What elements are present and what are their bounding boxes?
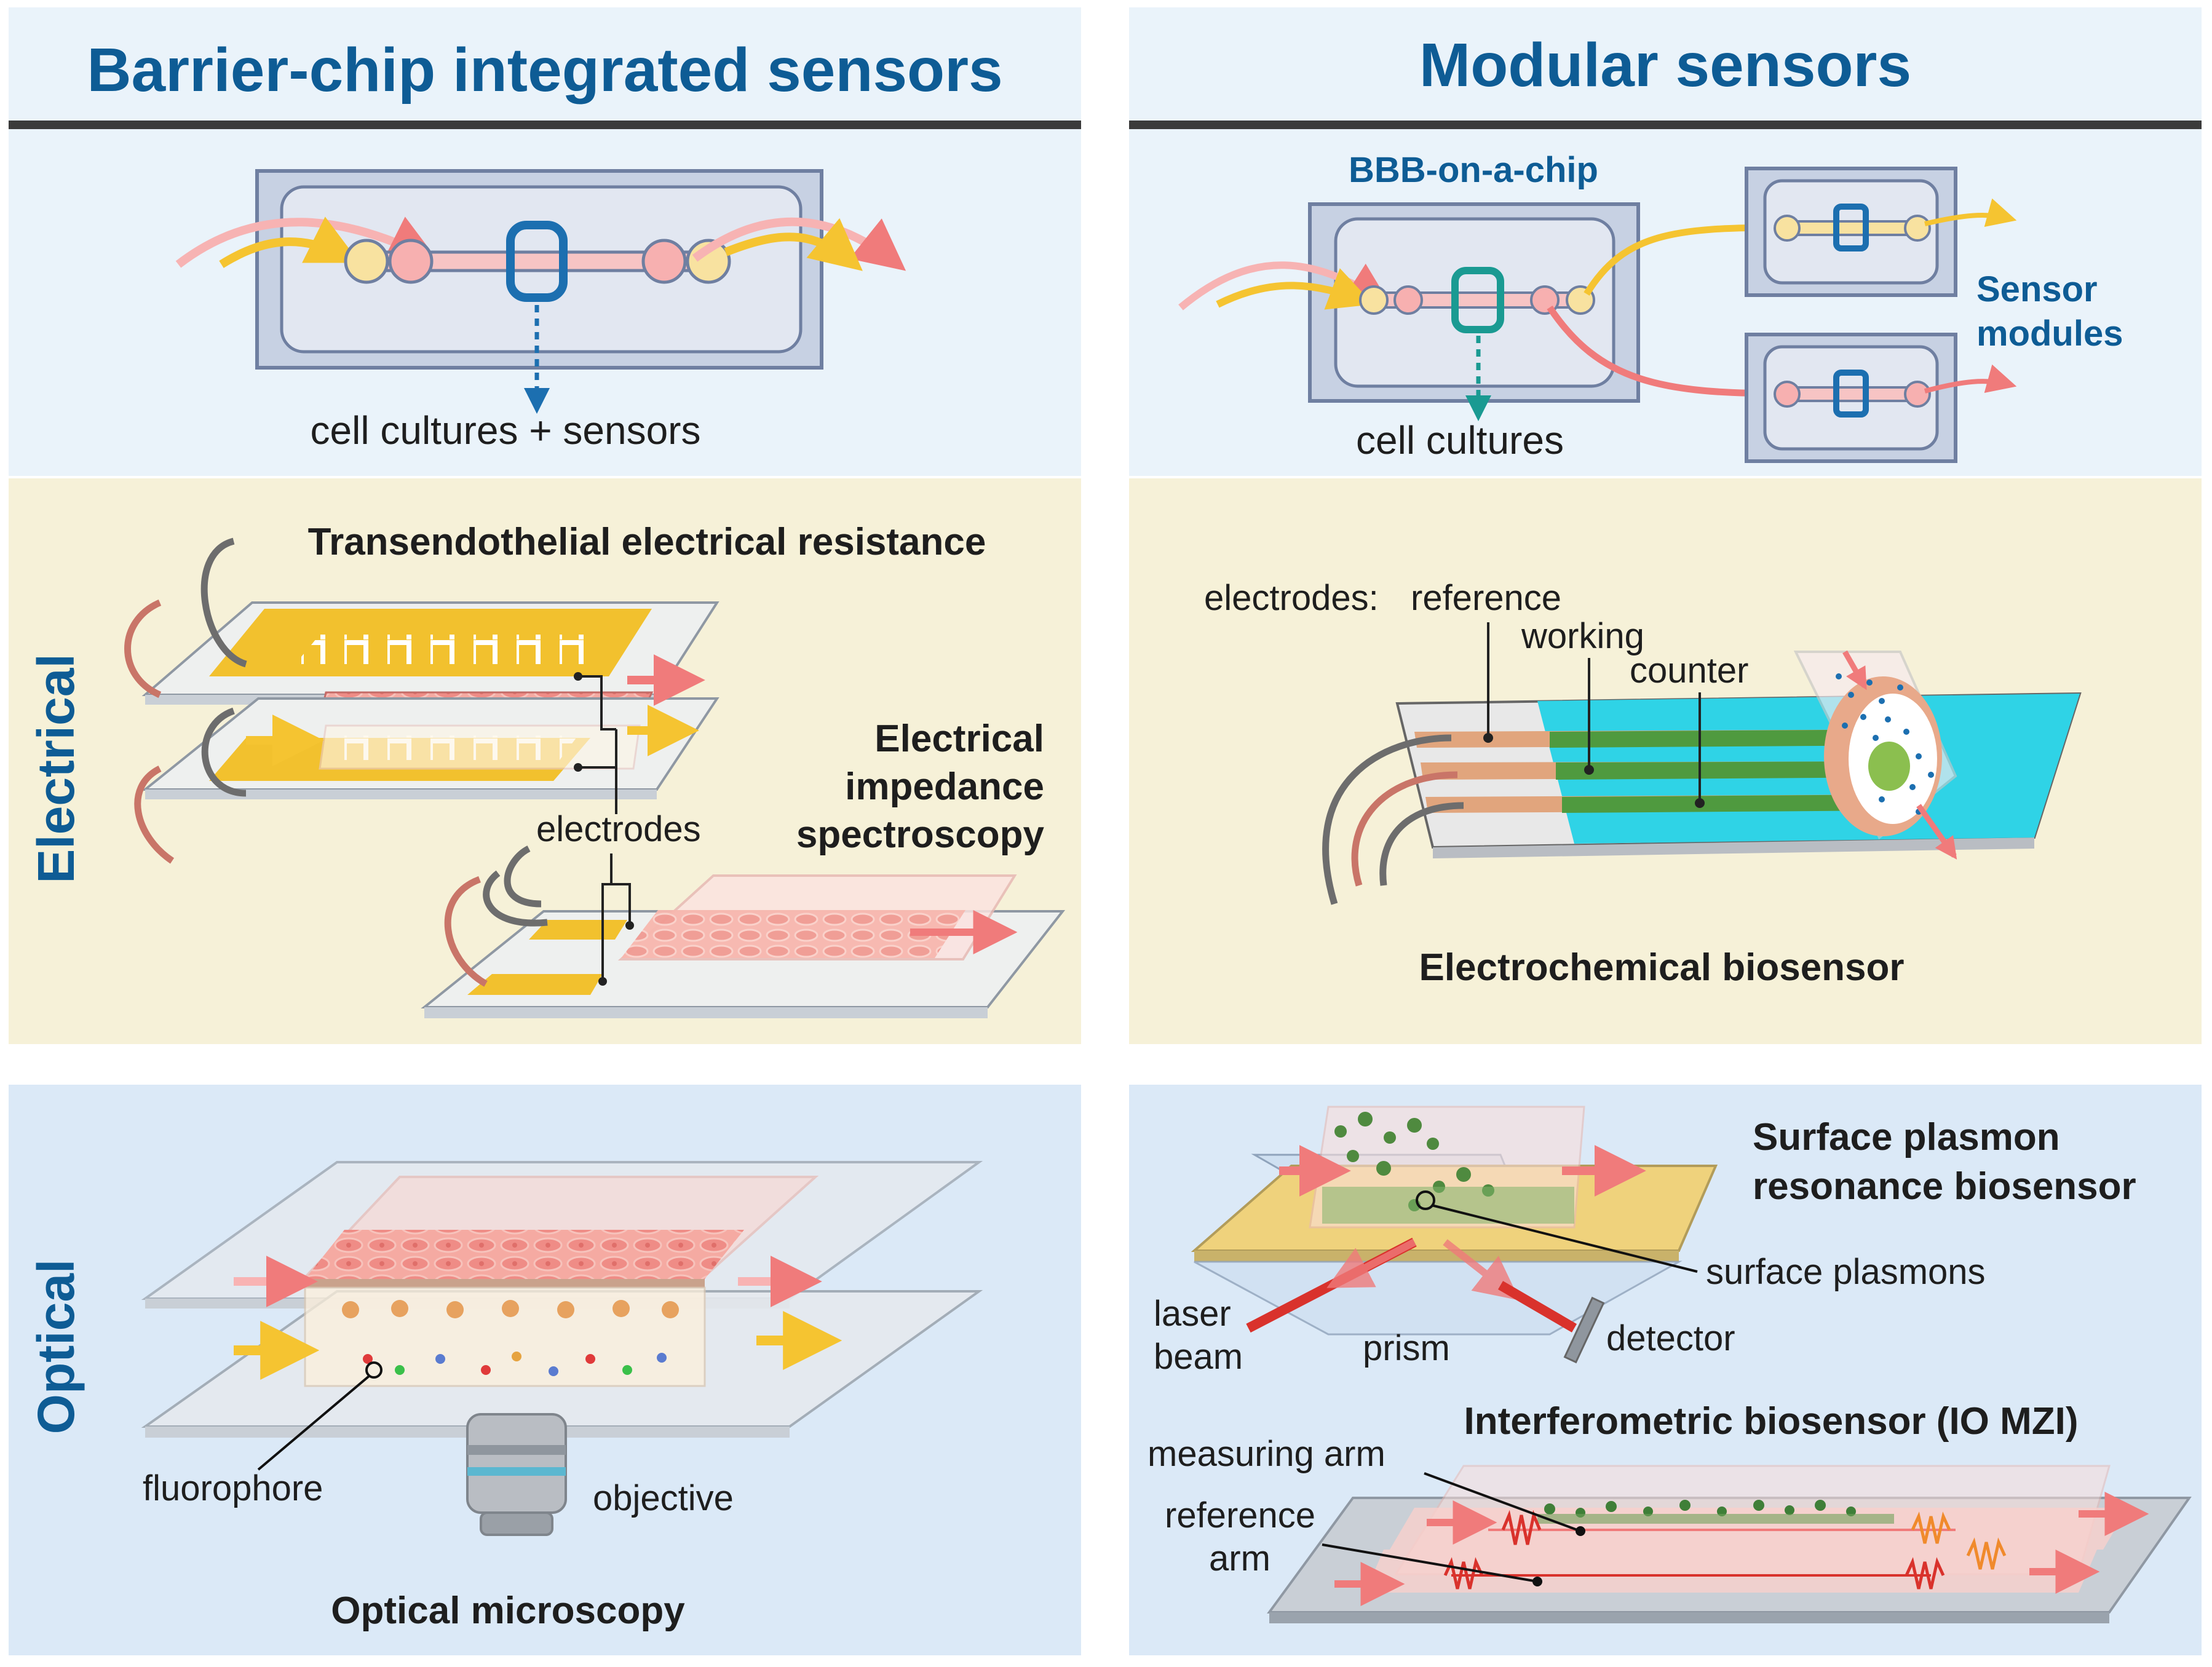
detector-label: detector [1606, 1318, 1735, 1358]
right-header-rule [1129, 121, 2202, 129]
electrodes-label: electrodes [536, 809, 701, 849]
left-header-title: Barrier-chip integrated sensors [87, 36, 1002, 105]
sensor-module-top [1584, 167, 2017, 297]
mzi-title: Interferometric biosensor (IO MZI) [1464, 1400, 2078, 1443]
electrodes-prefix-label: electrodes: [1204, 578, 1379, 618]
teer-title: Transendothelial electrical resistance [308, 521, 986, 563]
optical-microscopy-title: Optical microscopy [331, 1590, 685, 1632]
sensor-module-bottom [1547, 305, 2017, 463]
right-header-title: Modular sensors [1419, 31, 1911, 100]
bbb-chip-title: BBB-on-a-chip [1349, 150, 1598, 190]
spr-title-line1: Surface plasmon [1753, 1116, 2060, 1158]
electrode-reference-label: reference [1411, 578, 1561, 618]
eis-title-line2: impedance [845, 766, 1044, 808]
electrochemical-device [1322, 622, 2082, 905]
eis-device [421, 845, 1066, 1018]
bbb-chip-caption: cell cultures [1356, 418, 1564, 462]
bbb-chip [1178, 202, 1640, 421]
eis-title-line3: spectroscopy [796, 814, 1045, 856]
reference-arm-label-line1: reference [1165, 1495, 1315, 1535]
eis-title-line1: Electrical [874, 718, 1044, 760]
laser-label-line1: laser [1154, 1294, 1231, 1334]
sensor-modules-label-2: modules [1976, 314, 2123, 354]
objective-label: objective [593, 1478, 734, 1518]
sensor-modules-label-1: Sensor [1976, 269, 2098, 309]
fluorophore-label: fluorophore [143, 1468, 323, 1508]
measuring-arm-label: measuring arm [1148, 1434, 1385, 1474]
reference-arm-label-line2: arm [1209, 1538, 1271, 1578]
integrated-chip-caption: cell cultures + sensors [311, 408, 701, 453]
mzi-device [1267, 1465, 2192, 1623]
spr-device [1191, 1106, 1718, 1364]
sensor-region-marker [506, 221, 568, 302]
side-label-electrical: Electrical [27, 654, 85, 884]
electrochemical-title: Electrochemical biosensor [1419, 946, 1904, 989]
right-header-band [1129, 7, 2202, 125]
surface-plasmons-label: surface plasmons [1706, 1252, 1986, 1292]
left-header-band [9, 7, 1081, 125]
teer-device [124, 537, 719, 864]
optical-microscopy-device [141, 1161, 983, 1471]
right-top-panel [1129, 129, 2202, 476]
prism-label: prism [1363, 1328, 1450, 1368]
objective-lens-icon [466, 1413, 567, 1536]
electrode-working-label: working [1521, 616, 1644, 656]
left-header-rule [9, 121, 1081, 129]
side-label-optical: Optical [27, 1259, 85, 1435]
integrated-chip [175, 169, 906, 414]
electrode-counter-label: counter [1630, 651, 1748, 691]
spr-title-line2: resonance biosensor [1753, 1165, 2136, 1208]
laser-label-line2: beam [1154, 1337, 1243, 1377]
